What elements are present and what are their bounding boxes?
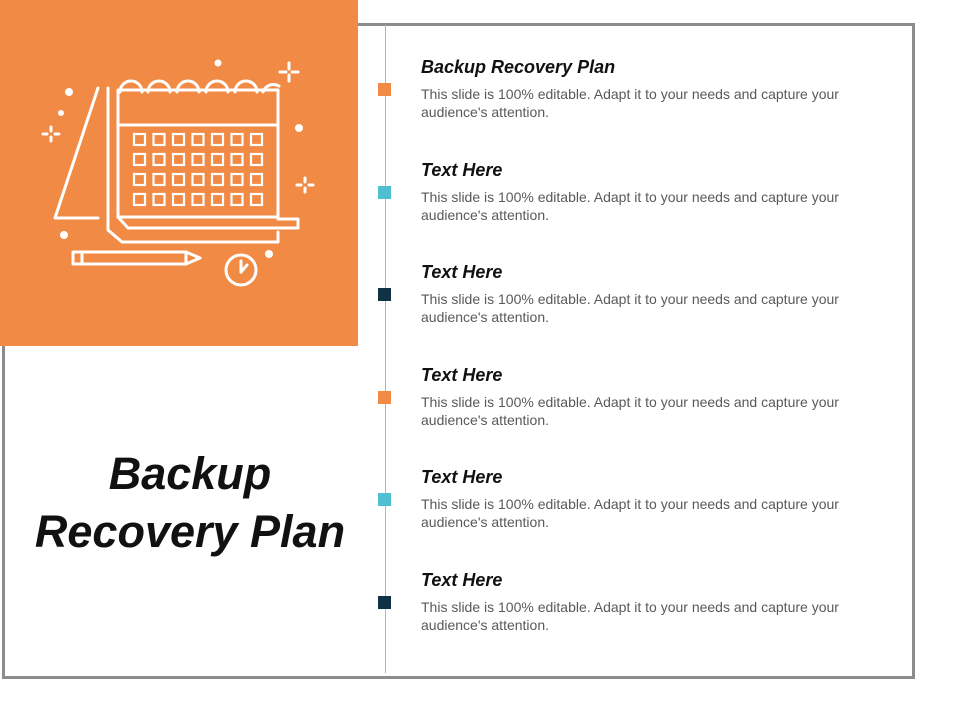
- item-description: This slide is 100% editable. Adapt it to…: [421, 599, 839, 633]
- item-marker: [378, 83, 391, 96]
- item-title: Text Here: [421, 262, 503, 282]
- item-title: Text Here: [421, 365, 503, 385]
- slide-title: Backup Recovery Plan: [10, 445, 370, 561]
- item-description: This slide is 100% editable. Adapt it to…: [421, 496, 839, 530]
- item-description: This slide is 100% editable. Adapt it to…: [421, 189, 839, 223]
- calendar-icon: [41, 59, 315, 287]
- item-marker: [378, 596, 391, 609]
- hero-panel: [0, 0, 358, 346]
- item-title: Text Here: [421, 160, 503, 180]
- item-marker: [378, 186, 391, 199]
- item-description: This slide is 100% editable. Adapt it to…: [421, 291, 839, 325]
- timeline-line: [385, 25, 386, 673]
- item-title: Text Here: [421, 467, 503, 487]
- item-marker: [378, 288, 391, 301]
- item-title: Text Here: [421, 570, 503, 590]
- item-marker: [378, 391, 391, 404]
- item-marker: [378, 493, 391, 506]
- title-line-1: Backup: [108, 448, 272, 499]
- title-line-2: Recovery Plan: [34, 506, 346, 557]
- item-description: This slide is 100% editable. Adapt it to…: [421, 394, 839, 428]
- item-description: This slide is 100% editable. Adapt it to…: [421, 86, 839, 120]
- item-title: Backup Recovery Plan: [421, 57, 616, 77]
